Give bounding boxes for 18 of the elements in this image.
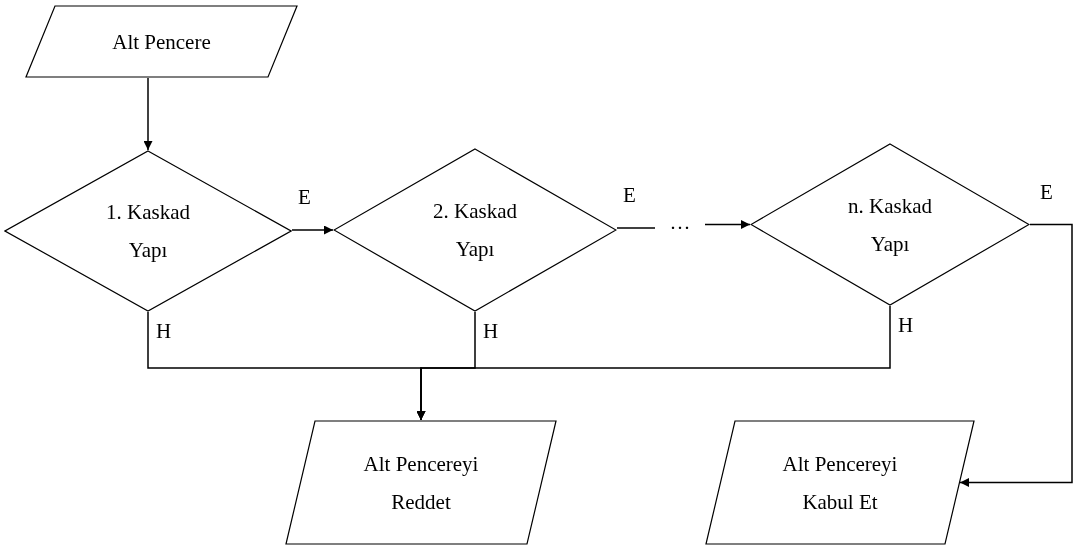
node-label: 1. Kaskad Yapı [105,199,191,264]
decision-diamond [750,143,1030,306]
decision-diamond [333,148,617,312]
node-label: 2. Kaskad Yapı [432,198,518,263]
io-parallelogram [25,5,298,78]
io-parallelogram [285,420,557,545]
io-parallelogram [705,420,975,545]
connector-arrow [704,220,751,229]
connector-arrow [143,77,153,151]
node-label: Alt Pencereyi Kabul Et [781,450,899,516]
connector-arrow [291,225,334,235]
node-label: Alt Pencere [112,28,211,56]
node-label: ··· [669,215,691,242]
decision-diamond [4,150,292,312]
node-label: n. Kaskad Yapı [847,192,933,258]
connector-arrow [416,305,891,421]
node-label: Alt Pencereyi Reddet [362,450,480,516]
connector-arrow [959,223,1073,487]
